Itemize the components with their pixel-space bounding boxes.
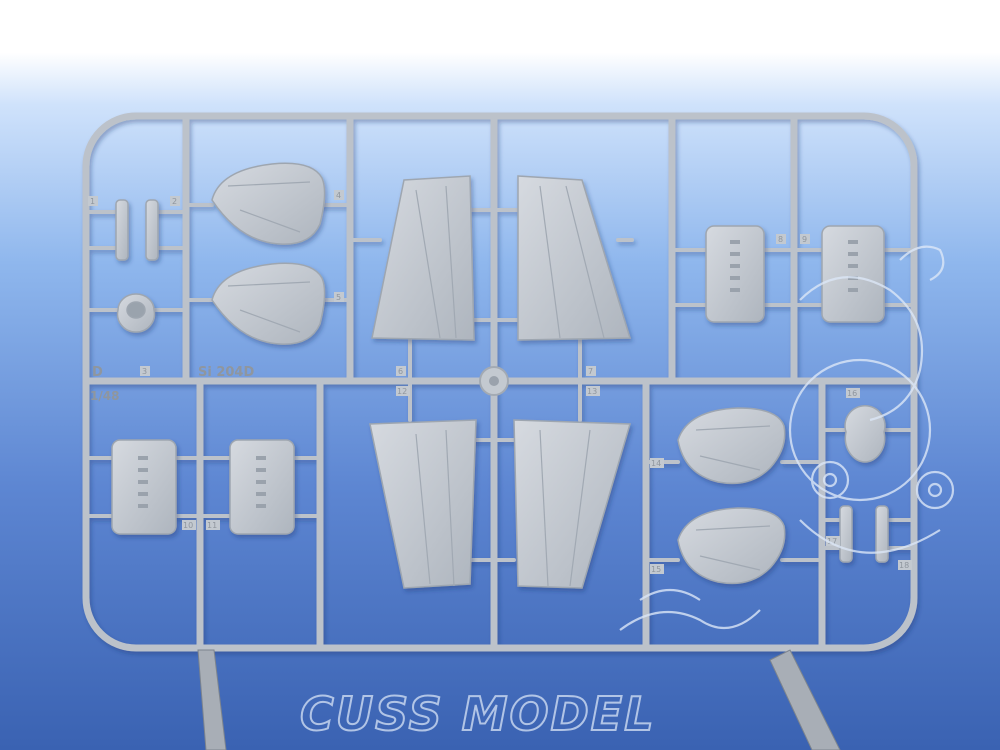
part-panel-2 bbox=[211, 262, 326, 345]
kit-code-marking: Si 204D bbox=[198, 365, 254, 380]
part-strut-4 bbox=[875, 505, 889, 563]
part-strut-left bbox=[115, 199, 129, 261]
nacelle-vents bbox=[138, 240, 858, 508]
watermark-text: CUSS MODEL bbox=[300, 687, 656, 741]
sprue-letter: D bbox=[92, 365, 103, 380]
scale-marking: 1/48 bbox=[90, 389, 119, 403]
part-fin-top-right bbox=[517, 175, 632, 341]
part-strut-3 bbox=[839, 505, 853, 563]
part-number-7: 7 bbox=[588, 367, 593, 376]
part-number-3: 3 bbox=[142, 367, 147, 376]
watermark-mascot bbox=[619, 245, 955, 631]
part-strut-right bbox=[145, 199, 159, 261]
part-details bbox=[227, 181, 771, 587]
part-ring-2 bbox=[844, 405, 886, 463]
part-number-tags: 1 2 3 4 5 6 7 8 9 10 11 12 13 14 15 16 1… bbox=[88, 190, 912, 574]
sprue-frame bbox=[82, 112, 918, 652]
part-number-4: 4 bbox=[336, 191, 341, 200]
part-number-12: 12 bbox=[397, 387, 407, 396]
part-number-9: 9 bbox=[802, 235, 807, 244]
sprue-parts bbox=[111, 162, 889, 589]
part-nacelle-3 bbox=[111, 439, 177, 535]
part-nacelle-2 bbox=[821, 225, 885, 323]
part-number-14: 14 bbox=[651, 459, 661, 468]
part-number-11: 11 bbox=[207, 521, 217, 530]
part-nacelle-4 bbox=[229, 439, 295, 535]
part-number-1: 1 bbox=[90, 197, 95, 206]
part-number-5: 5 bbox=[336, 293, 341, 302]
part-number-8: 8 bbox=[778, 235, 783, 244]
part-number-15: 15 bbox=[651, 565, 661, 574]
sprue-stand bbox=[197, 649, 841, 750]
part-number-2: 2 bbox=[172, 197, 177, 206]
part-number-10: 10 bbox=[183, 521, 193, 530]
part-nacelle-1 bbox=[705, 225, 765, 323]
part-number-17: 17 bbox=[827, 537, 837, 546]
part-number-18: 18 bbox=[899, 561, 909, 570]
part-number-13: 13 bbox=[587, 387, 597, 396]
part-fin-bottom-right bbox=[513, 419, 631, 589]
part-number-16: 16 bbox=[847, 389, 857, 398]
part-number-6: 6 bbox=[398, 367, 403, 376]
part-panel-1 bbox=[211, 162, 326, 245]
